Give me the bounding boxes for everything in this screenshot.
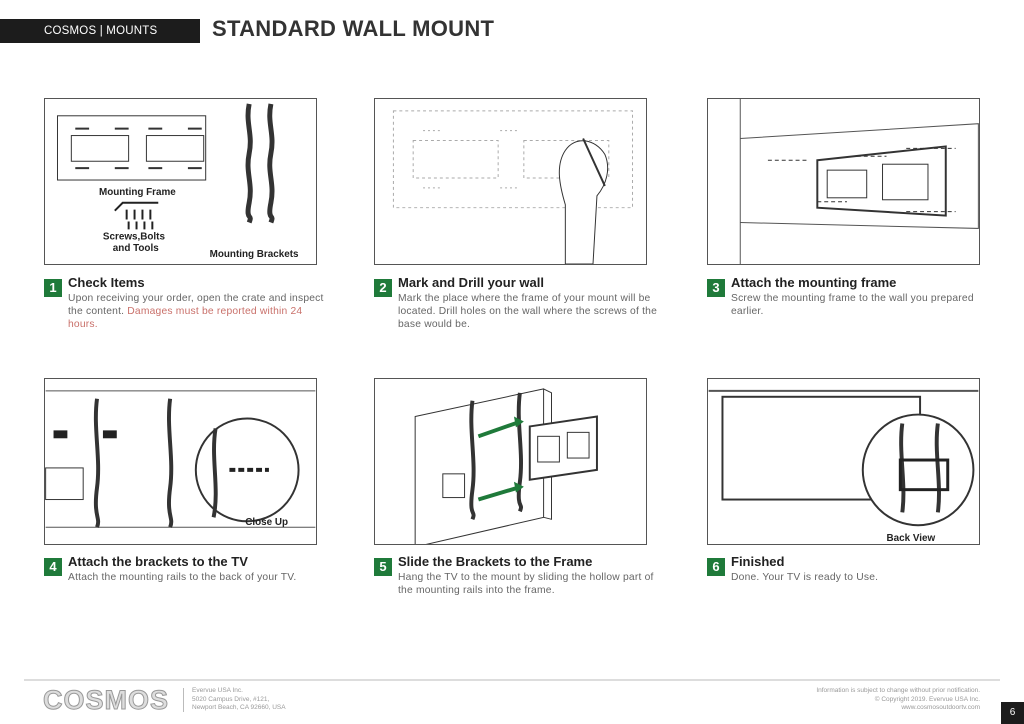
address-line-1: 5020 Campus Drive, #121, xyxy=(192,695,270,703)
step-description: Screw the mounting frame to the wall you… xyxy=(731,293,974,317)
mounting-brackets-label: Mounting Brackets xyxy=(210,249,299,260)
step-description: Mark the place where the frame of your m… xyxy=(398,293,658,330)
company-address: Evervue USA Inc. 5020 Campus Drive, #121… xyxy=(192,687,286,713)
illustration-attach-brackets: Close Up xyxy=(44,378,317,545)
step-title: Slide the Brackets to the Frame xyxy=(398,554,593,569)
legal-info: Information is subject to change without… xyxy=(816,687,980,713)
page-number: 6 xyxy=(1001,702,1024,724)
copyright-text: © Copyright 2019. Evervue USA Inc. xyxy=(874,695,980,703)
illustration-mark-drill xyxy=(374,98,647,265)
mounting-frame-label: Mounting Frame xyxy=(99,187,176,198)
website-link[interactable]: www.cosmosoutdoortv.com xyxy=(901,704,980,711)
back-view-label: Back View xyxy=(886,533,935,544)
damage-warning: Damages must be reported within 24 hours… xyxy=(68,306,303,330)
footer-divider xyxy=(24,679,1000,681)
step-title: Check Items xyxy=(68,275,145,290)
step-title: Attach the mounting frame xyxy=(731,275,897,290)
step-description: Done. Your TV is ready to Use. xyxy=(731,572,879,583)
address-line-2: Newport Beach, CA 92660, USA xyxy=(192,704,286,711)
illustration-check-items: Mounting Frame Screws,Bolts and Tools Mo… xyxy=(44,98,317,265)
step-title: Attach the brackets to the TV xyxy=(68,554,248,569)
step-number: 1 xyxy=(44,279,62,297)
step-title: Mark and Drill your wall xyxy=(398,275,544,290)
step-description: Upon receiving your order, open the crat… xyxy=(68,292,330,331)
tools-label: and Tools xyxy=(113,243,159,254)
step-number: 4 xyxy=(44,558,62,576)
step-number: 5 xyxy=(374,558,392,576)
step-description: Hang the TV to the mount by sliding the … xyxy=(398,572,654,596)
illustration-slide-brackets xyxy=(374,378,647,545)
step-number: 2 xyxy=(374,279,392,297)
illustration-attach-frame xyxy=(707,98,980,265)
notice-text: Information is subject to change without… xyxy=(816,687,980,694)
illustration-finished: Back View xyxy=(707,378,980,545)
step-number: 3 xyxy=(707,279,725,297)
step-description: Attach the mounting rails to the back of… xyxy=(68,572,297,583)
screws-label: Screws,Bolts xyxy=(103,231,166,242)
close-up-label: Close Up xyxy=(245,517,288,528)
step-text: Upon receiving your order, open the crat… xyxy=(68,293,324,317)
step-title: Finished xyxy=(731,554,785,569)
company-name: Evervue USA Inc. xyxy=(192,687,243,694)
cosmos-logo: COSMOS xyxy=(42,685,170,716)
step-number: 6 xyxy=(707,558,725,576)
brand-section-tag: COSMOS | MOUNTS xyxy=(0,19,200,43)
footer-separator xyxy=(183,688,184,712)
page-title: STANDARD WALL MOUNT xyxy=(212,16,495,41)
